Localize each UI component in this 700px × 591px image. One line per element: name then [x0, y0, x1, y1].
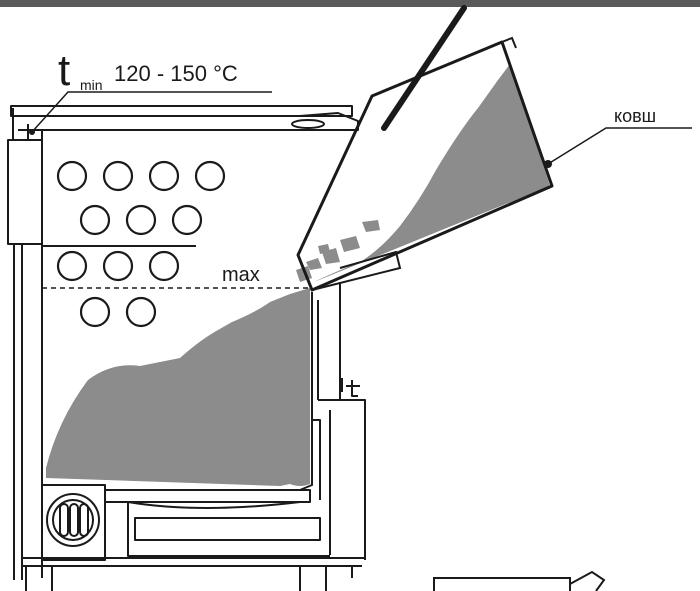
boiler-legs	[25, 566, 353, 591]
ladle-label: ковш	[614, 106, 656, 126]
ladle-leader	[547, 127, 692, 165]
max-label: max	[222, 264, 260, 286]
temperature-range: 120 - 150 °C	[114, 61, 238, 86]
fuel-in-chamber	[46, 288, 310, 486]
temperature-leader	[31, 91, 272, 133]
fuel-in-ladle	[314, 64, 550, 282]
temperature-leader-dot	[29, 129, 35, 135]
boiler-body	[7, 105, 366, 580]
t-subscript: min	[80, 77, 103, 93]
heat-exchanger-tubes	[56, 160, 226, 328]
partial-equipment-fragment	[433, 570, 606, 591]
top-band	[0, 0, 700, 7]
t-symbol: t	[58, 46, 70, 95]
inspection-grille	[46, 493, 100, 547]
ladle	[296, 5, 554, 292]
ladle-handle	[381, 5, 467, 131]
